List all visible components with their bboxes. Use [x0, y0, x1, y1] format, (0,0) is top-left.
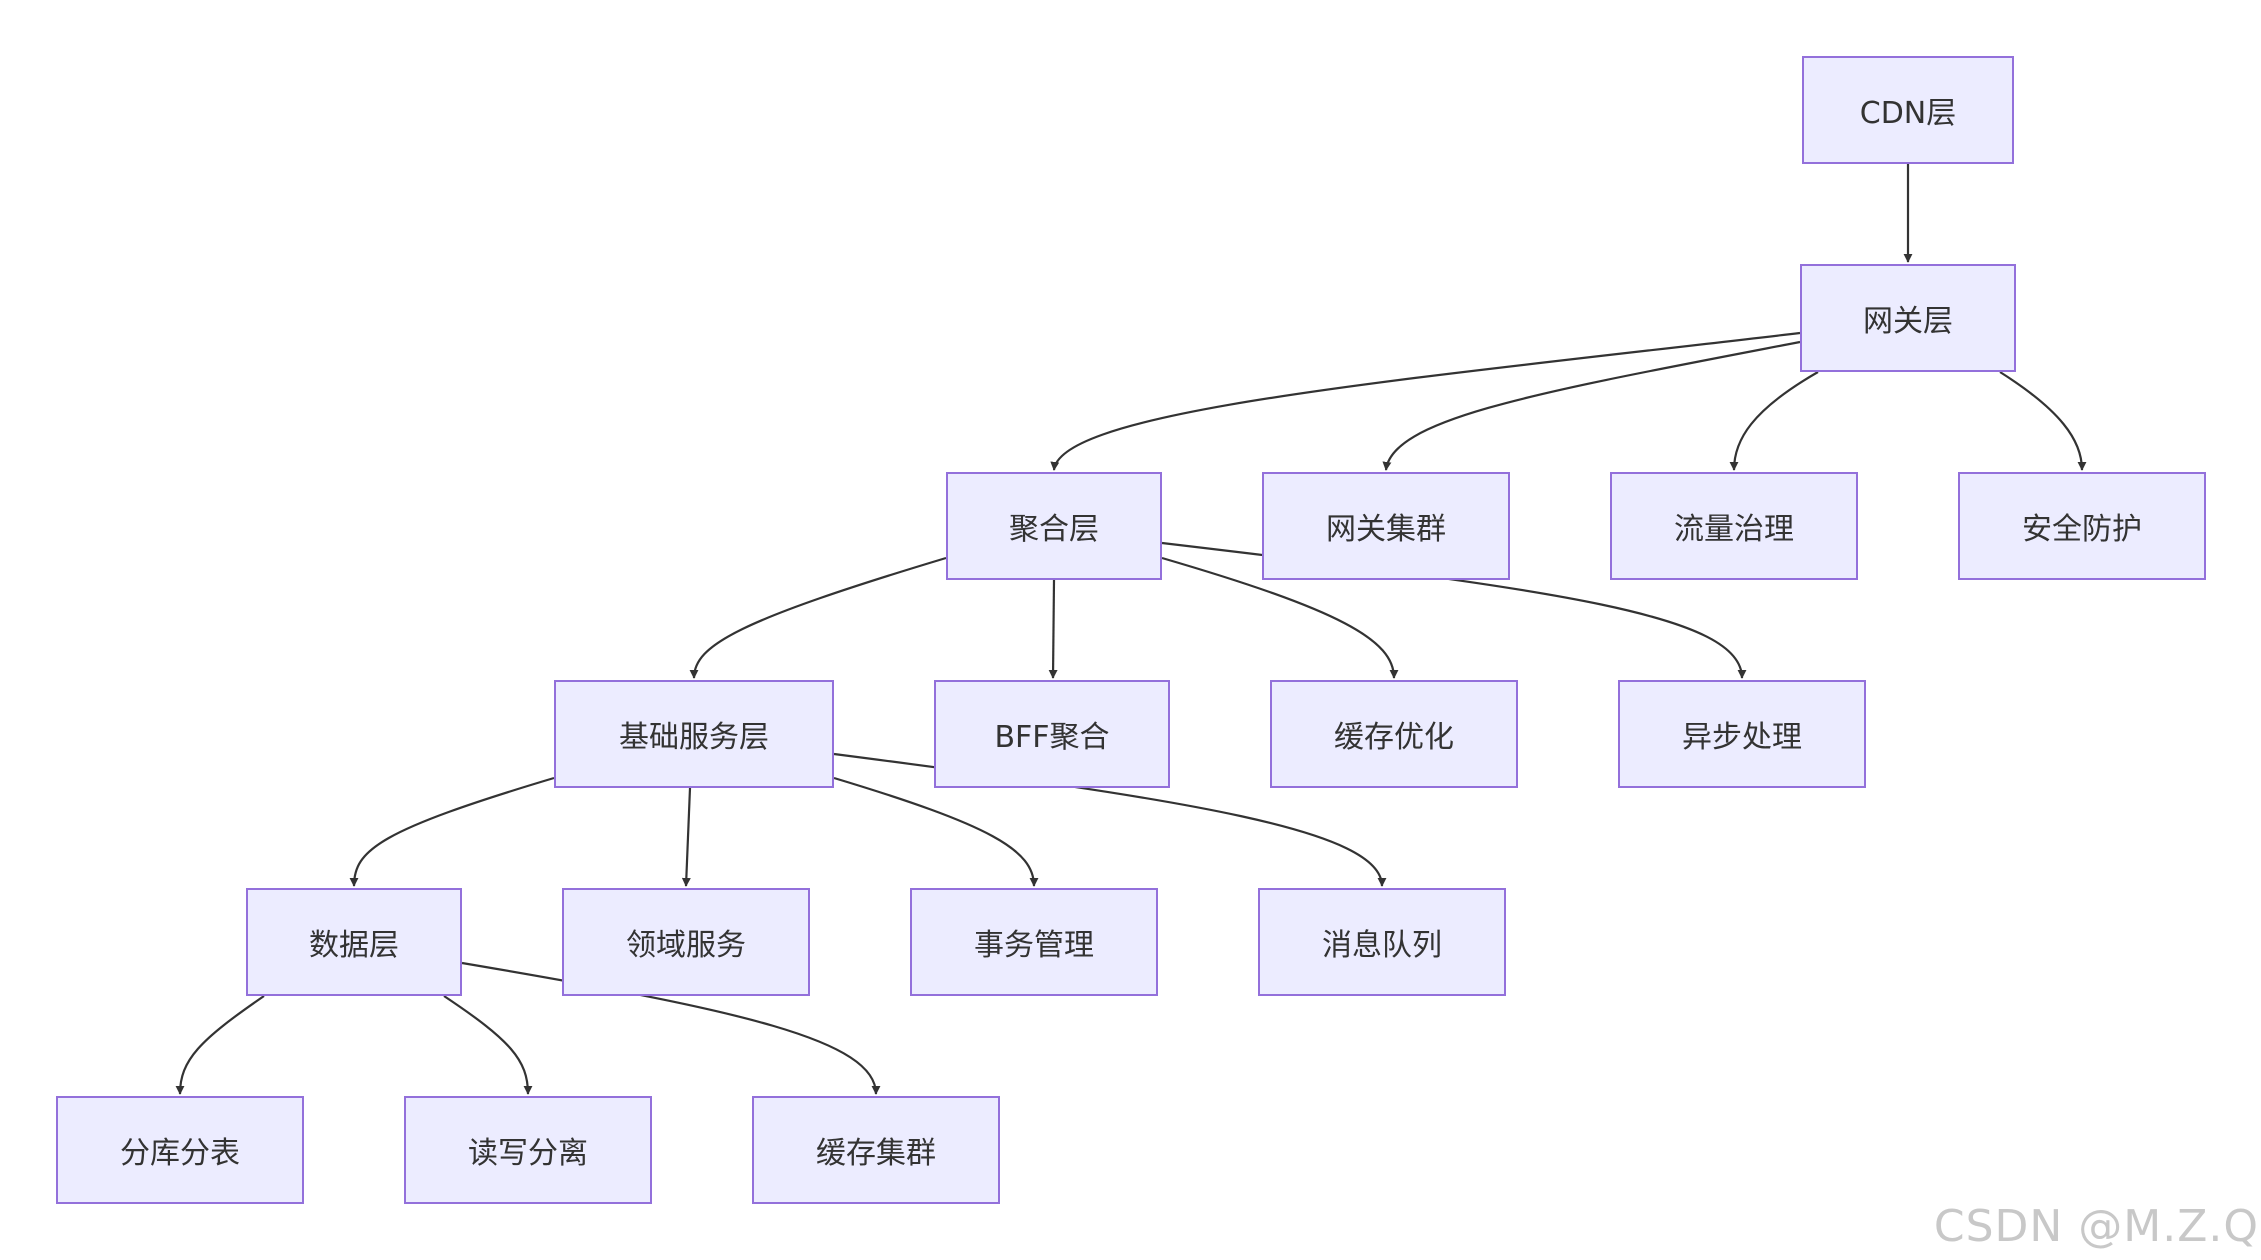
node-traffic-governance: 流量治理: [1610, 472, 1858, 580]
node-bff-aggregation: BFF聚合: [934, 680, 1170, 788]
node-data-layer: 数据层: [246, 888, 462, 996]
node-read-write-split: 读写分离: [404, 1096, 652, 1204]
edge-gateway-to-security: [1999, 371, 2087, 471]
node-base-services-layer: 基础服务层: [554, 680, 834, 788]
node-security: 安全防护: [1958, 472, 2206, 580]
node-async-processing: 异步处理: [1618, 680, 1866, 788]
edge-gateway-to-gateway-cluster: [1382, 340, 1801, 471]
edge-gateway-to-traffic-governance: [1729, 371, 1819, 471]
edge-data-to-rw-split: [443, 995, 533, 1095]
edge-aggregation-to-bff: [1048, 579, 1058, 679]
node-cache-optimization: 缓存优化: [1270, 680, 1518, 788]
node-cdn-layer: CDN层: [1802, 56, 2014, 164]
watermark-text: CSDN @M.Z.Q: [1933, 1201, 2259, 1252]
node-gateway-layer: 网关层: [1800, 264, 2016, 372]
edge-aggregation-to-base-services: [689, 556, 947, 679]
node-aggregation-layer: 聚合层: [946, 472, 1162, 580]
node-transaction-management: 事务管理: [910, 888, 1158, 996]
edge-base-services-to-domain-services: [681, 787, 692, 887]
edge-base-services-to-transactions: [833, 776, 1039, 887]
edge-base-services-to-data: [349, 776, 555, 887]
node-gateway-cluster: 网关集群: [1262, 472, 1510, 580]
edge-aggregation-to-cache-opt: [1161, 556, 1399, 679]
node-cache-cluster: 缓存集群: [752, 1096, 1000, 1204]
node-domain-services: 领域服务: [562, 888, 810, 996]
node-sharding: 分库分表: [56, 1096, 304, 1204]
edge-gateway-to-aggregation: [1050, 331, 1801, 471]
node-message-queue: 消息队列: [1258, 888, 1506, 996]
edge-data-to-sharding: [175, 995, 265, 1095]
